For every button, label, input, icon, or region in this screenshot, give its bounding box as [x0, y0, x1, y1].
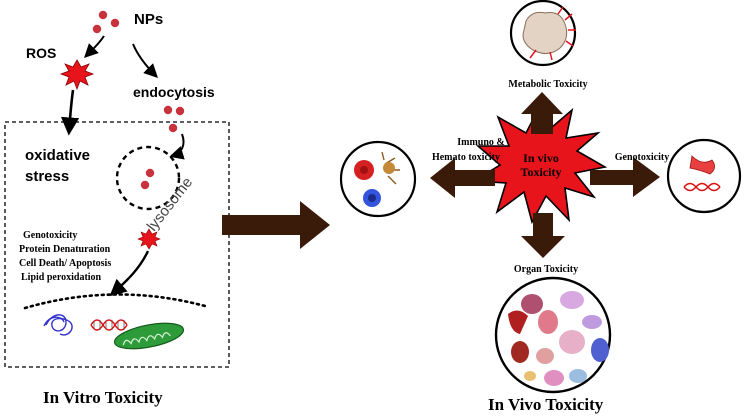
arrow-nps-to-endocytosis [132, 43, 158, 78]
nps-label: NPs [134, 11, 163, 28]
effect-cell-death-apoptosis: Cell Death/ Apoptosis [19, 258, 111, 269]
oxidative-stress-line2: stress [25, 168, 69, 185]
genotoxicity-label: Genotoxicity [615, 152, 669, 163]
blood-cells-icon [354, 151, 400, 207]
arrow-nps-to-ros [84, 35, 105, 58]
in-vitro-caption: In Vitro Toxicity [43, 388, 163, 407]
in-vitro-to-in-vivo-arrow [222, 201, 330, 249]
endocytosis-label: endocytosis [133, 84, 215, 100]
lysosome-label: lysosome [144, 174, 196, 234]
metabolic-toxicity-label: Metabolic Toxicity [508, 79, 587, 90]
organ-toxicity-label: Organ Toxicity [514, 264, 578, 275]
in-vitro-cell-box [4, 121, 230, 368]
arrow-to-immuno [430, 158, 495, 198]
ros-burst-icon [59, 59, 95, 91]
in-vivo-center-line2: Toxicity [521, 165, 562, 179]
arrow-to-genotoxicity [590, 157, 660, 197]
mitochondrion-icon [113, 322, 185, 350]
plasmid-dna-icon [43, 314, 73, 336]
immuno-hemato-line1: Immuno & [457, 137, 505, 148]
arrow-to-organ [521, 213, 565, 258]
arrow-into-lysosome [169, 133, 185, 160]
ros-label: ROS [26, 45, 56, 61]
arrow-ros-to-oxidative-stress [60, 89, 80, 136]
in-vivo-center-burst [471, 99, 608, 225]
dna-helix-icon [90, 319, 128, 331]
effect-lipid-peroxidation: Lipid peroxidation [21, 272, 102, 283]
chromosome-dna-icon [683, 155, 721, 192]
in-vivo-caption: In Vivo Toxicity [488, 395, 604, 414]
damage-burst-icon [137, 228, 161, 250]
nanoparticle-cluster-entering [163, 105, 185, 133]
effect-protein-denaturation: Protein Denaturation [19, 244, 111, 255]
immuno-hemato-line2: Hemato toxicity [432, 152, 500, 163]
nanoparticles-in-lysosome [140, 168, 155, 190]
fat-cell-icon [522, 6, 576, 61]
effect-genotoxicity: Genotoxicity [23, 230, 77, 241]
oxidative-stress-line1: oxidative [25, 147, 90, 164]
genotoxicity-circle [666, 138, 742, 214]
organs-icon [508, 291, 609, 386]
in-vivo-center-line1: In vivo [523, 151, 559, 165]
nanoparticle-cluster-top [92, 10, 120, 34]
arrow-damage-to-targets [109, 250, 150, 297]
nuclear-membrane-arc [23, 293, 207, 310]
arrow-to-metabolic [521, 92, 563, 134]
lysosome-vesicle [115, 145, 181, 211]
immuno-hemato-circle [339, 140, 417, 218]
